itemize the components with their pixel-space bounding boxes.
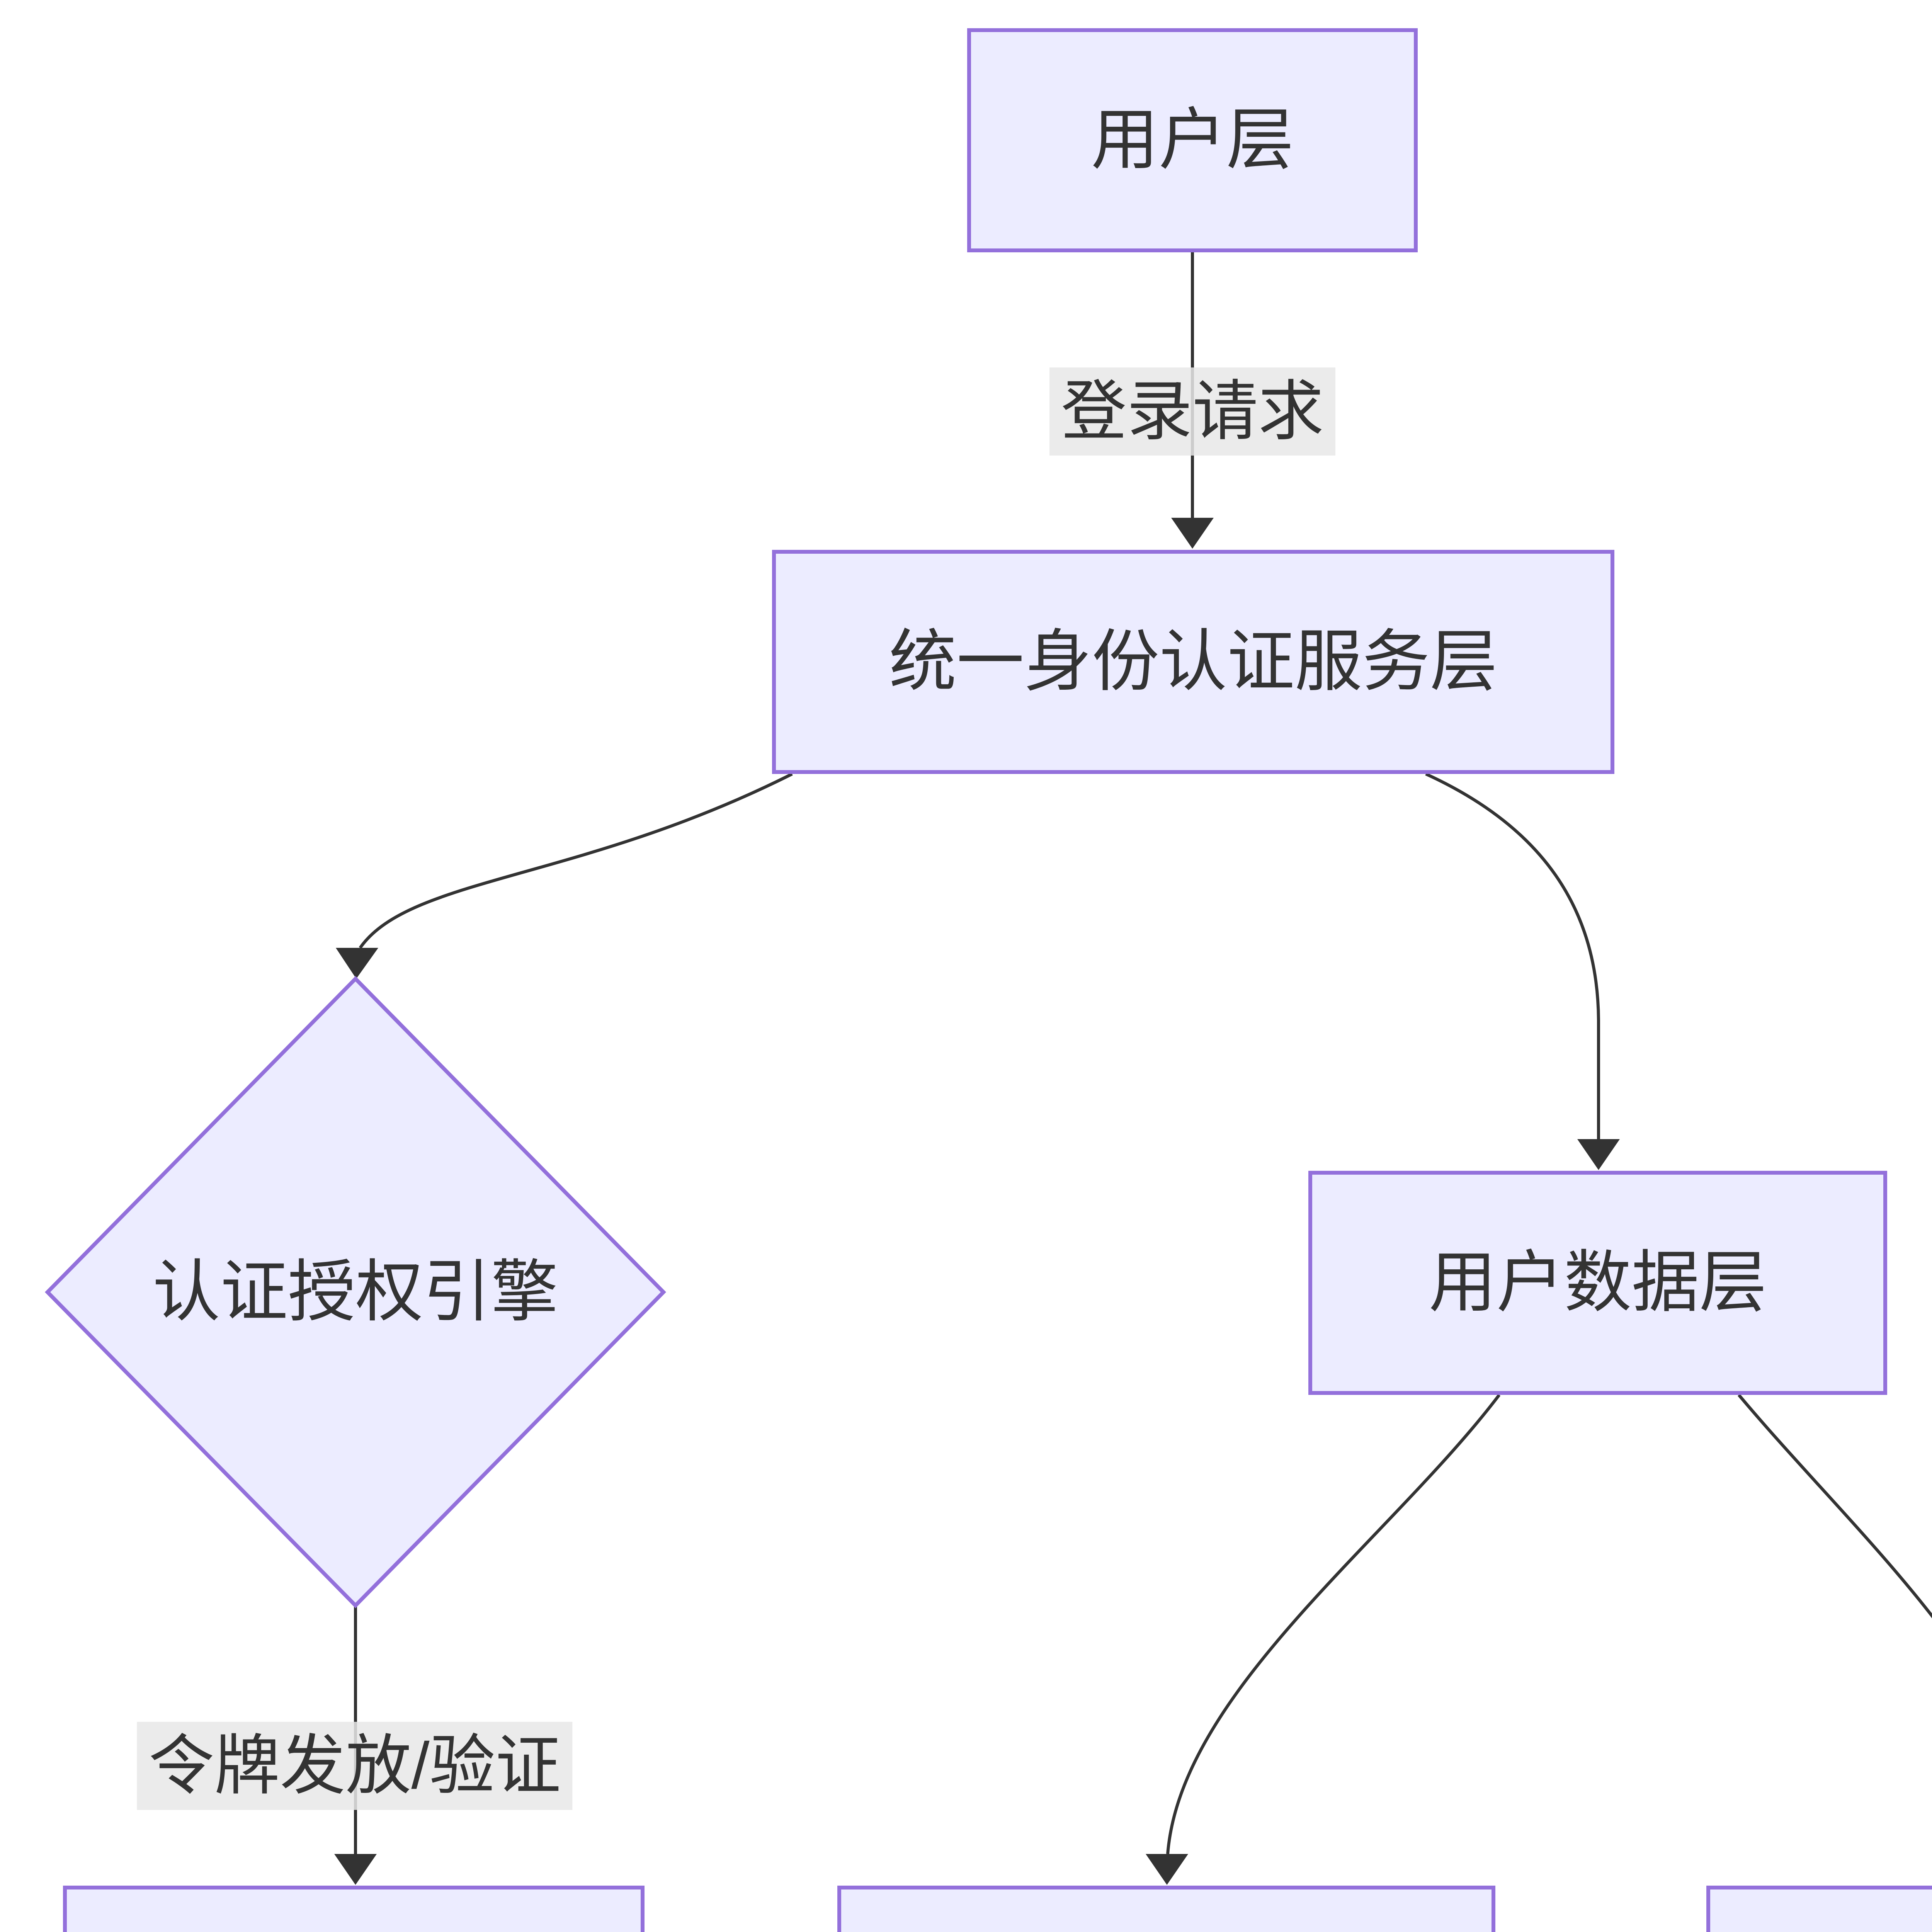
node-local-user-db: 本地用户数据库	[1706, 1886, 1932, 1932]
node-user-layer-label: 用户层	[1091, 102, 1294, 178]
arrow-down-icon	[334, 1854, 377, 1885]
edge-label-login-request: 登录请求	[1049, 367, 1336, 456]
node-user-data-layer-label: 用户数据层	[1429, 1245, 1767, 1321]
node-user-layer: 用户层	[967, 28, 1418, 252]
arrow-down-icon	[336, 948, 378, 979]
edge-label-token-issue-verify: 令牌发放/验证	[137, 1722, 573, 1810]
node-auth-service-layer: 统一身份认证服务层	[772, 550, 1614, 774]
node-user-data-layer: 用户数据层	[1308, 1171, 1887, 1395]
node-app-integration-layer: 应用集成层	[63, 1886, 645, 1932]
edge-user-data-to-local-db	[1737, 1394, 1932, 1619]
arrow-down-icon	[1577, 1139, 1620, 1170]
node-auth-engine-label: 认证授权引擎	[153, 1254, 558, 1330]
node-auth-service-layer-label: 统一身份认证服务层	[889, 624, 1498, 700]
edge-auth-service-to-user-data	[1425, 772, 1600, 1139]
arrow-down-icon	[1171, 518, 1214, 549]
arrow-down-icon	[1146, 1854, 1188, 1885]
auth-engine-diamond-shape	[44, 976, 667, 1609]
edge-auth-service-to-auth-engine	[359, 772, 793, 949]
node-enterprise-ldap: 企业LDAP/AD	[837, 1886, 1495, 1932]
edge-user-data-to-ldap	[1166, 1394, 1501, 1854]
